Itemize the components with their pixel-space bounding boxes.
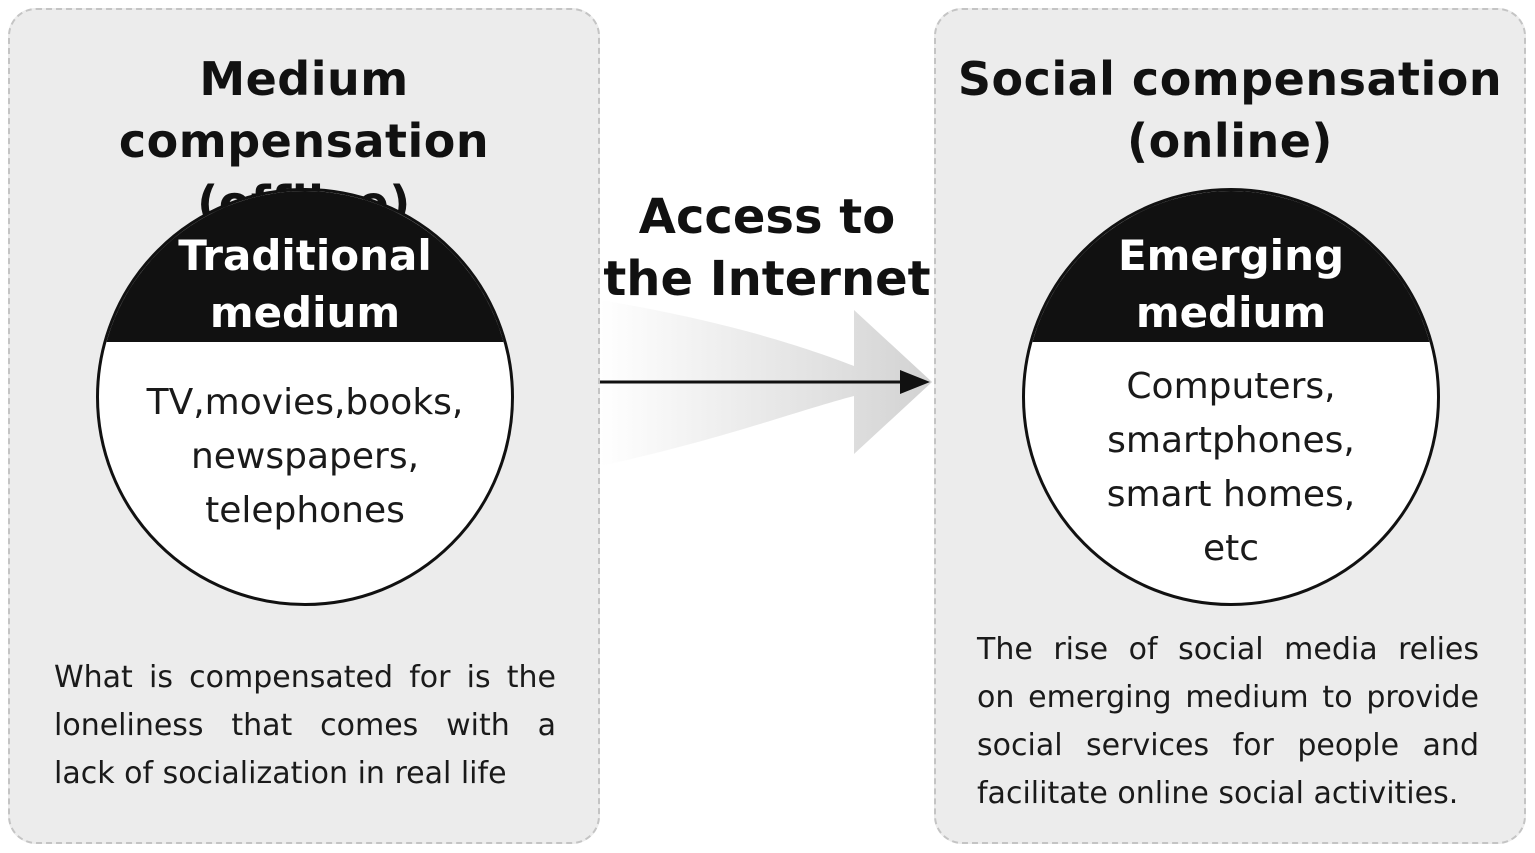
traditional-header-line2: medium [209, 288, 401, 337]
offline-title-line1: Medium compensation [118, 52, 490, 168]
emerging-medium-items: Computers, smartphones, smart homes, etc [1025, 342, 1437, 603]
offline-caption-line: What is compensated for is the [54, 660, 556, 695]
online-caption-line: social services for people and [977, 728, 1479, 763]
online-panel-title: Social compensation (online) [936, 48, 1524, 172]
internet-label-line2: the Internet [603, 251, 931, 307]
arrow-head-icon [900, 370, 930, 394]
offline-caption-line: loneliness that comes with a [54, 708, 556, 743]
traditional-item: TV,movies,books, [146, 382, 464, 423]
internet-label-line1: Access to [638, 189, 896, 245]
traditional-item: newspapers, [190, 436, 420, 477]
offline-caption: What is compensated for is the lonelines… [54, 654, 556, 798]
online-caption-line: on emerging medium to provide [977, 680, 1479, 715]
traditional-header-line1: Traditional [178, 231, 432, 280]
emerging-header-line1: Emerging [1117, 231, 1345, 280]
offline-panel: Medium compensation (offline) Traditiona… [8, 8, 600, 844]
emerging-item: smart homes, [1106, 474, 1356, 515]
traditional-medium-items: TV,movies,books, newspapers, telephones [99, 342, 511, 603]
online-caption-line: The rise of social media relies [977, 632, 1479, 667]
emerging-item: Computers, [1126, 366, 1336, 407]
emerging-medium-circle: Emerging medium Computers, smartphones, … [1022, 188, 1440, 606]
internet-access-arrow [600, 300, 932, 466]
online-caption-line: facilitate online social activities. [977, 776, 1459, 811]
online-panel: Social compensation (online) Emerging me… [934, 8, 1526, 844]
online-title-line2: (online) [1127, 114, 1333, 168]
emerging-item: etc [1202, 528, 1260, 569]
traditional-item: telephones [205, 490, 405, 531]
emerging-header-line2: medium [1135, 288, 1327, 337]
emerging-item: smartphones, [1107, 420, 1355, 461]
traditional-medium-circle: Traditional medium TV,movies,books, news… [96, 188, 514, 606]
online-title-line1: Social compensation [957, 52, 1503, 106]
emerging-medium-header: Emerging medium [1025, 191, 1437, 342]
online-caption: The rise of social media relies on emerg… [977, 626, 1479, 818]
traditional-medium-header: Traditional medium [99, 191, 511, 342]
offline-caption-line: lack of socialization in real life [54, 756, 507, 791]
internet-access-label: Access to the Internet [600, 186, 934, 310]
